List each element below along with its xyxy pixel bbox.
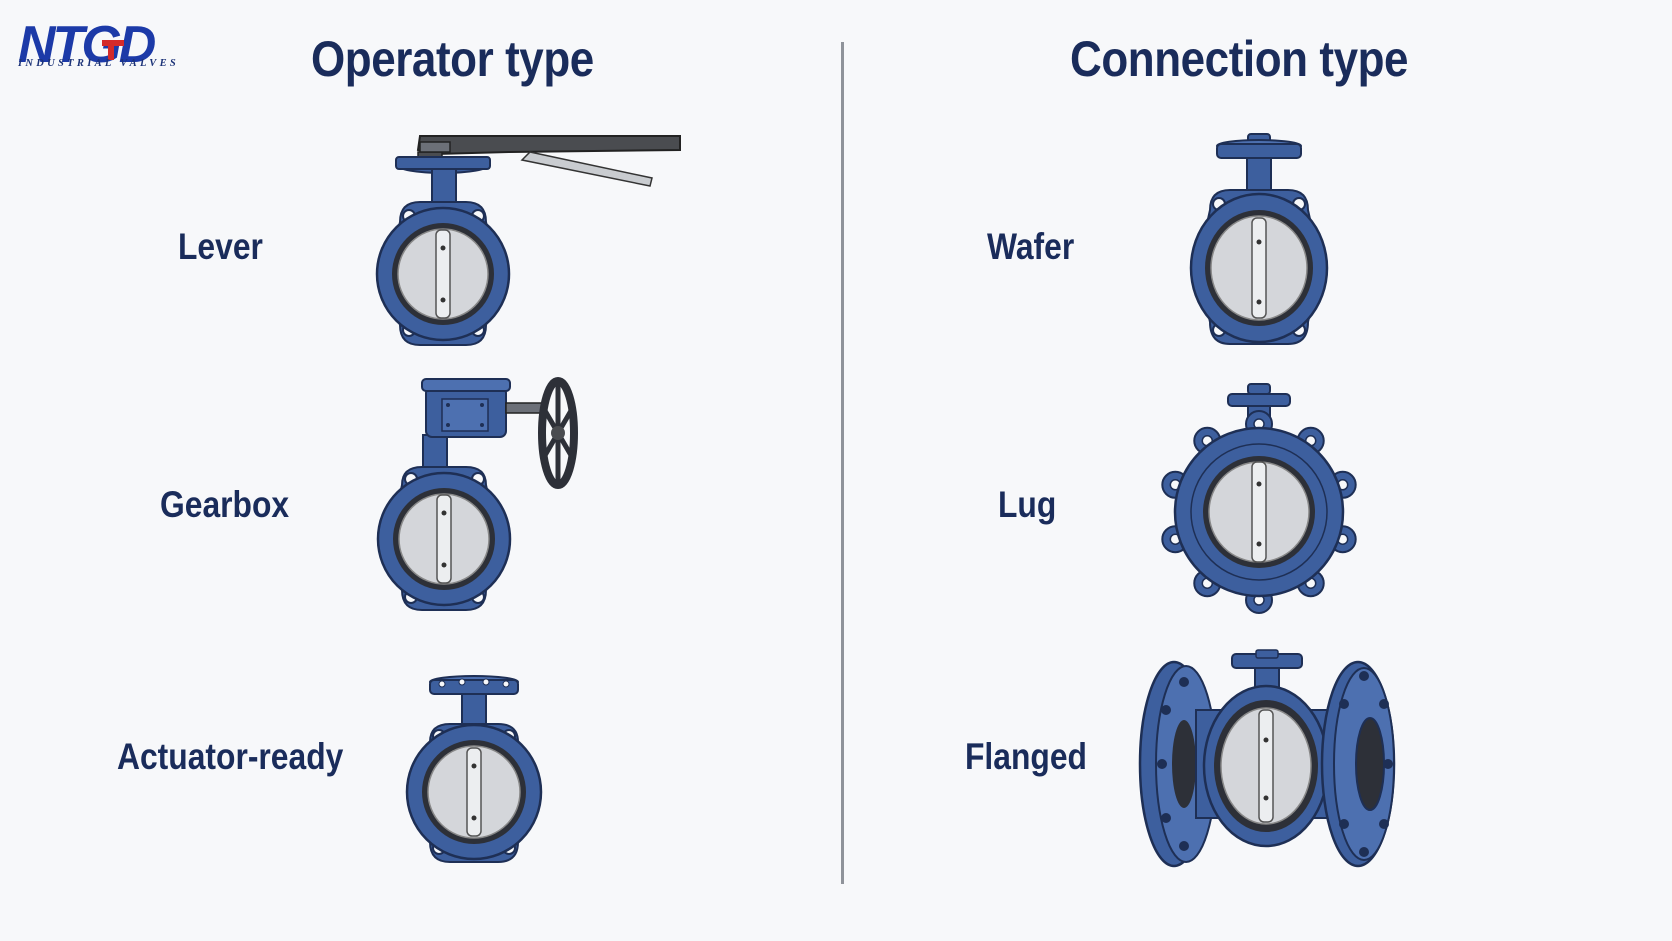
label-wafer: Wafer bbox=[987, 226, 1075, 267]
label-actuator-ready: Actuator-ready bbox=[117, 736, 344, 777]
flanged-valve-icon bbox=[1138, 649, 1396, 868]
label-flanged: Flanged bbox=[965, 736, 1087, 777]
logo-accent-stem bbox=[108, 40, 114, 60]
ntgd-logo-icon: NTGD bbox=[18, 16, 159, 74]
wafer-valve-icon bbox=[1189, 133, 1329, 345]
lever-valve-icon bbox=[375, 135, 681, 346]
logo-wordmark: NTGD bbox=[18, 16, 156, 74]
gearbox-valve-icon bbox=[376, 377, 578, 611]
label-lug: Lug bbox=[998, 484, 1057, 525]
label-gearbox: Gearbox bbox=[160, 484, 290, 525]
lug-valve-icon bbox=[1161, 383, 1357, 614]
actuator-ready-valve-icon bbox=[405, 675, 543, 863]
operator-type-heading: Operator type bbox=[311, 31, 594, 87]
connection-type-heading: Connection type bbox=[1070, 31, 1409, 87]
label-lever: Lever bbox=[178, 226, 263, 267]
section-divider bbox=[841, 42, 844, 884]
logo-tagline: INDUSTRIAL VALVES bbox=[18, 58, 180, 69]
